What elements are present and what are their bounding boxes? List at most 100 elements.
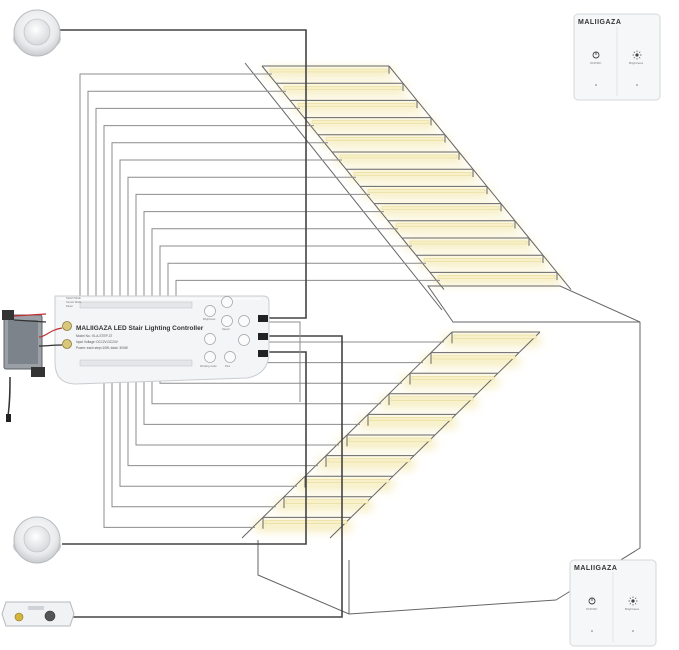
- step-glow: [276, 500, 372, 510]
- controller-button-6[interactable]: [238, 334, 250, 346]
- controller-button-panel: Brightness Speed Working mode Plus: [200, 296, 250, 368]
- step-glow: [266, 69, 393, 77]
- step-left-edge: [401, 237, 417, 256]
- step-glow: [406, 241, 533, 249]
- switch-brightness-label: Brightness: [625, 607, 640, 611]
- landing-wall: [555, 322, 641, 601]
- controller-button-label-plus: Plus: [225, 364, 231, 368]
- stair-outline: [241, 62, 641, 615]
- wire-to-lower-step: [119, 366, 297, 487]
- input-terminal-positive[interactable]: [62, 321, 72, 331]
- power-icon[interactable]: [588, 597, 596, 605]
- step-left-edge: [373, 203, 389, 222]
- step-right-edge: [486, 186, 502, 204]
- switch-onoff-label: ON/OFF: [590, 61, 601, 65]
- step-left-edge: [415, 254, 431, 273]
- controller-button-4[interactable]: [238, 315, 250, 327]
- switch-brand: MALIIGAZA: [574, 565, 617, 572]
- controller-button-2[interactable]: [221, 296, 233, 308]
- controller-button-working-mode[interactable]: [204, 351, 216, 363]
- controller-model: Model No.: KLA-STEP-37: [76, 334, 113, 338]
- step-right-edge: [392, 455, 415, 477]
- wire-to-upper-step: [95, 107, 300, 300]
- controller-input-voltage: Input Voltage: DC12V-DC24V: [76, 340, 119, 344]
- motion-sensor-icon: [13, 516, 61, 564]
- led-strip: [381, 206, 500, 210]
- led-strip: [285, 499, 369, 504]
- wire-to-upper-step: [151, 228, 398, 300]
- motion-sensor-icon: [13, 9, 61, 57]
- step-right-edge: [388, 65, 404, 84]
- controller-power: Power: each step<10W, total< 300W: [76, 346, 128, 350]
- step-glow: [339, 439, 435, 448]
- wire-to-upper-step: [87, 90, 286, 300]
- switch-onoff-label: ON/OFF: [586, 607, 597, 611]
- terminal-row-bottom: [79, 359, 193, 367]
- step-glow: [420, 258, 547, 267]
- step-glow: [364, 189, 491, 198]
- wall-switch-bottom: MALIIGAZA ON/OFF Brightness: [569, 559, 657, 647]
- step-right-edge: [402, 82, 418, 101]
- wire-to-lower-step: [103, 366, 255, 528]
- brightness-icon[interactable]: [628, 596, 638, 606]
- step-right-edge: [430, 117, 446, 136]
- step-glow: [392, 223, 519, 232]
- wire-to-upper-step: [127, 176, 356, 300]
- step-glow: [280, 86, 407, 95]
- wall-switch-top: MALIIGAZA ON/OFF Brightness: [573, 13, 661, 101]
- wire-bottom-sensor: [62, 351, 307, 545]
- step-left-edge: [261, 65, 277, 84]
- controller-button-speed[interactable]: [221, 315, 233, 327]
- switch-brightness-label: Brightness: [629, 61, 644, 65]
- landing-outline: [427, 285, 641, 323]
- step-right-edge: [500, 203, 516, 222]
- wiring: [60, 29, 444, 618]
- wire-to-upper-step: [175, 279, 440, 300]
- mode-label-switch: Switch Mode: [66, 296, 81, 300]
- step-left-edge: [387, 220, 403, 239]
- power-icon[interactable]: [592, 51, 600, 59]
- led-strip: [306, 479, 390, 483]
- led-strip: [297, 103, 416, 107]
- controller-button-5[interactable]: [204, 333, 216, 345]
- step-right-edge: [518, 331, 541, 353]
- step-left-edge: [331, 151, 347, 170]
- step-glow: [402, 377, 498, 387]
- sensor-port-1[interactable]: [258, 315, 268, 322]
- led-strip: [395, 223, 514, 228]
- step-right-edge: [371, 475, 394, 498]
- switch-brand: MALIIGAZA: [578, 19, 621, 26]
- led-glow-layer: [255, 69, 561, 531]
- step-glow: [308, 120, 435, 129]
- controller-title: MALIIGAZA LED Stair Lighting Controller: [76, 325, 204, 332]
- step-glow: [378, 206, 505, 215]
- stair-base-outline: [257, 540, 557, 615]
- led-strip: [453, 334, 537, 339]
- input-terminal-negative[interactable]: [62, 339, 72, 349]
- step-left-edge: [275, 82, 291, 101]
- wire-to-lower-step: [111, 366, 276, 508]
- wire-to-upper-step: [111, 142, 328, 300]
- power-supply-icon: [2, 310, 63, 422]
- led-strip: [353, 171, 472, 176]
- led-strip: [327, 458, 411, 463]
- wire-to-lower-step: [143, 366, 360, 425]
- controller-button-plus[interactable]: [224, 351, 236, 363]
- step-glow: [360, 418, 456, 428]
- led-strip: [348, 437, 432, 442]
- step-left-edge: [429, 272, 445, 290]
- step-glow: [336, 155, 463, 163]
- sensor-port-3[interactable]: [258, 350, 268, 357]
- brightness-icon[interactable]: [632, 50, 642, 60]
- staircase: [241, 62, 641, 615]
- controller-button-brightness[interactable]: [204, 305, 216, 317]
- mode-label-sensor: Sensor Mode: [66, 300, 82, 304]
- sensor-port-2[interactable]: [258, 333, 268, 340]
- step-right-edge: [413, 434, 436, 456]
- step-right-edge: [542, 254, 558, 273]
- wire-to-lower-step: [127, 366, 318, 467]
- wire-to-upper-step: [103, 125, 314, 300]
- led-strip: [423, 258, 542, 262]
- led-strip-layer: [264, 68, 556, 525]
